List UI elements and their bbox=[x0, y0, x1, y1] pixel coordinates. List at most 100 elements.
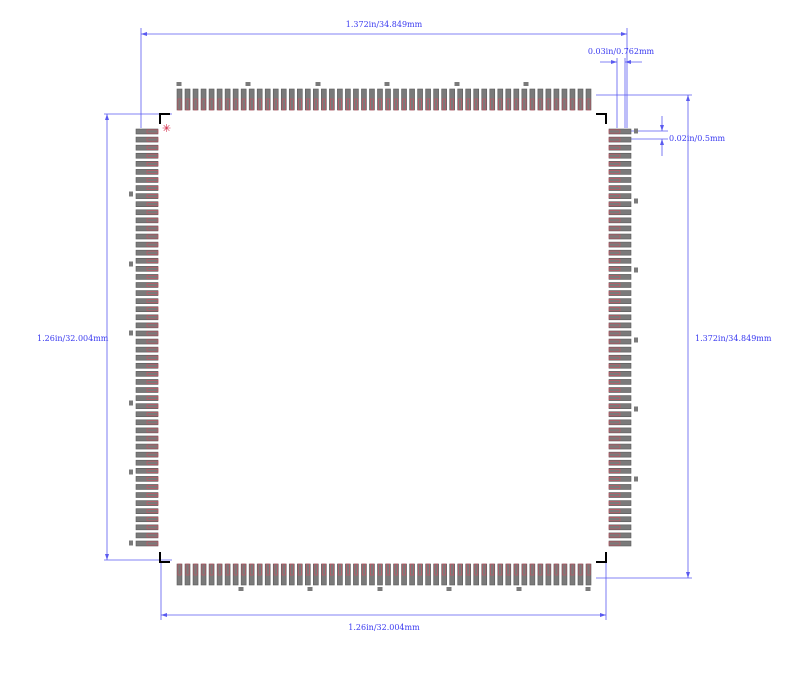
left-pin-outline bbox=[146, 468, 159, 473]
top-pin-outline bbox=[362, 98, 366, 111]
right-pin-outline bbox=[608, 315, 621, 320]
top-pin-outline bbox=[313, 98, 318, 111]
top-pin-outline bbox=[321, 98, 326, 111]
top-pin-outline bbox=[193, 98, 198, 111]
top-pin-outline bbox=[346, 98, 350, 111]
left-pin-outline bbox=[146, 275, 159, 279]
top-pin-outline bbox=[209, 98, 214, 111]
left-marker-pad bbox=[129, 540, 133, 546]
right-marker-pad bbox=[634, 128, 638, 134]
side-marker-pads bbox=[129, 82, 638, 591]
bottom-pin-outline bbox=[193, 563, 198, 576]
left-pin-outline bbox=[146, 388, 159, 392]
top-pin-outline bbox=[241, 98, 246, 111]
bottom-pin-outline bbox=[273, 563, 278, 576]
left-pin-outline bbox=[146, 323, 159, 328]
bottom-pin-outline bbox=[313, 563, 318, 576]
left-pin-outline bbox=[146, 307, 159, 312]
left-pin-outline bbox=[146, 347, 159, 352]
left-pin-outline bbox=[146, 412, 159, 417]
right-pin-outline bbox=[608, 371, 621, 376]
bottom-pin-outline bbox=[490, 563, 495, 576]
bottom-pin-outline bbox=[514, 563, 519, 576]
top-pin-outline bbox=[281, 98, 286, 111]
top-pin-outline bbox=[514, 98, 519, 111]
right-pin-outline bbox=[608, 428, 621, 433]
top-marker-pad bbox=[176, 82, 182, 86]
bottom-pin-outline bbox=[466, 563, 471, 576]
left-pin-outline bbox=[146, 541, 159, 546]
left-pin-outline bbox=[146, 428, 159, 433]
bottom-pin-outline bbox=[337, 563, 342, 576]
left-pin-outline bbox=[146, 234, 159, 239]
bottom-pin-outline bbox=[354, 563, 358, 576]
left-pin-outline bbox=[146, 137, 159, 142]
bottom-pin-outline bbox=[554, 563, 559, 576]
left-marker-pad bbox=[129, 469, 133, 475]
right-pin-outline bbox=[608, 501, 621, 506]
bottom-pin-outline bbox=[522, 563, 527, 576]
top-pin-outline bbox=[538, 98, 543, 111]
right-pin-outline bbox=[608, 169, 621, 174]
left-pin-outline bbox=[146, 444, 159, 449]
right-pin-outline bbox=[608, 218, 621, 223]
left-marker-pad bbox=[129, 330, 133, 336]
bottom-pin-outline bbox=[289, 563, 294, 576]
dimension-lines bbox=[104, 28, 692, 620]
bottom-pin-outline bbox=[578, 563, 583, 576]
bottom-pin-outline bbox=[185, 563, 190, 576]
bottom-pin-outline bbox=[329, 563, 334, 576]
top-pin-outline bbox=[177, 98, 182, 111]
right-pin-outline bbox=[608, 258, 621, 263]
right-pin-outline bbox=[608, 363, 621, 368]
left-pin-outline bbox=[146, 315, 159, 320]
bottom-pin-outline bbox=[201, 563, 206, 576]
right-pin-outline bbox=[608, 137, 621, 142]
top-pin-outline bbox=[570, 98, 575, 111]
pitch-dimension-label: 0.03in/0.762mm bbox=[588, 47, 655, 56]
top-pin-outline bbox=[378, 98, 382, 111]
left-pin-outline bbox=[146, 194, 159, 199]
left-pin-outline bbox=[146, 129, 159, 134]
right-pin-outline bbox=[608, 266, 621, 271]
right-pin-outline bbox=[608, 355, 621, 360]
bottom-pin-outline bbox=[370, 563, 374, 576]
left-pin-outline bbox=[146, 363, 159, 368]
right-pin-outline bbox=[608, 444, 621, 449]
right-pin-outline bbox=[608, 339, 621, 344]
left-pin-outline bbox=[146, 210, 159, 215]
top-pin-outline bbox=[410, 98, 414, 111]
top-pin-outline bbox=[394, 98, 398, 111]
top-pin-outline bbox=[370, 98, 374, 111]
top-pin-outline bbox=[257, 98, 262, 111]
right-pin-outline bbox=[608, 525, 621, 530]
bottom-pin-outline bbox=[281, 563, 286, 576]
top-pin-outline bbox=[490, 98, 495, 111]
left-pin-outline bbox=[146, 258, 159, 263]
top-pin-outline bbox=[554, 98, 559, 111]
right-marker-pad bbox=[634, 406, 638, 412]
top-marker-pad bbox=[245, 82, 251, 86]
top-pin-outline bbox=[225, 98, 230, 111]
bottom-pin-outline bbox=[498, 563, 503, 576]
bottom-pin-outline bbox=[386, 563, 390, 576]
left-pin-outline bbox=[146, 266, 159, 271]
left-pin-outline bbox=[146, 186, 159, 190]
top-pin-outline bbox=[498, 98, 503, 111]
left-pin-outline bbox=[146, 178, 159, 182]
right-pin-outline bbox=[608, 323, 621, 328]
right-pin-outline bbox=[608, 460, 621, 465]
bottom-pin-outline bbox=[530, 563, 535, 576]
top-pin-outline bbox=[466, 98, 471, 111]
right-pin-outline bbox=[608, 226, 621, 231]
bottom-pin-outline bbox=[418, 563, 422, 576]
right-pin-outline bbox=[608, 404, 621, 409]
left-pin-outline bbox=[146, 250, 159, 255]
right-pin-outline bbox=[608, 242, 621, 247]
dimension-arrows bbox=[105, 32, 690, 617]
top-marker-pad bbox=[384, 82, 390, 86]
left-pin-outline bbox=[146, 525, 159, 530]
top-pin-outline bbox=[442, 98, 447, 111]
right-pin-outline bbox=[608, 291, 621, 295]
bottom-marker-pad bbox=[238, 587, 244, 591]
